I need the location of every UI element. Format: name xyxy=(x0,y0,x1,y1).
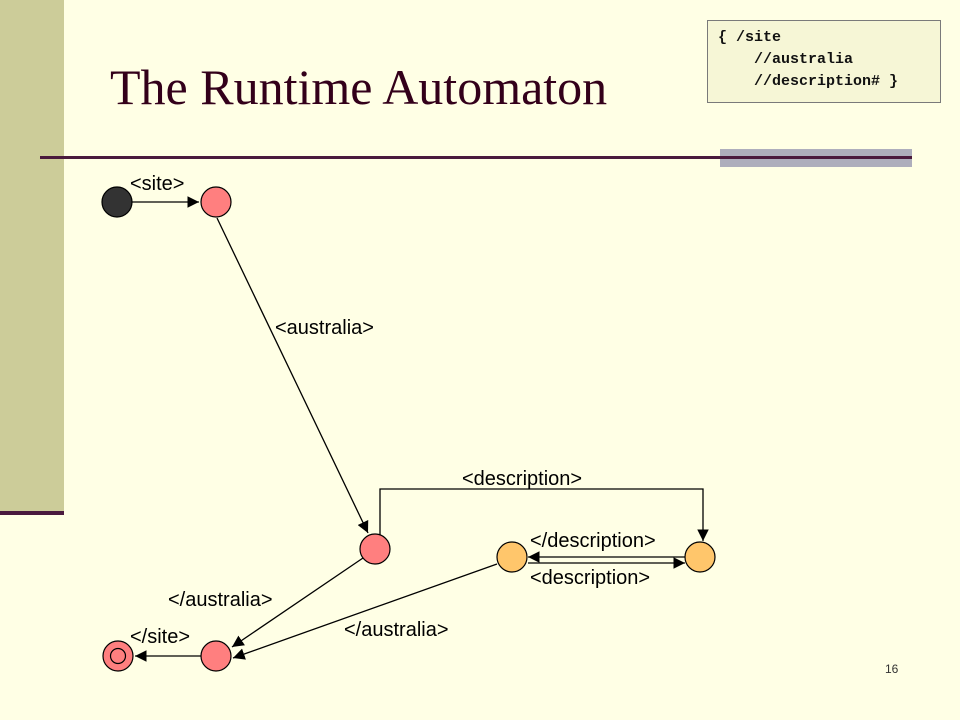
state-description-left xyxy=(496,541,528,573)
state-australia xyxy=(359,533,391,565)
state-site xyxy=(200,186,232,218)
query-line: //description# } xyxy=(718,73,899,90)
label-description-loop: <description> xyxy=(462,468,582,490)
state-description-right xyxy=(684,541,716,573)
page-number: 16 xyxy=(885,662,899,676)
label-australia-close-right: </australia> xyxy=(344,619,449,641)
final-state xyxy=(102,640,134,672)
label-site-close: </site> xyxy=(130,626,190,648)
label-australia-open: <australia> xyxy=(275,317,374,339)
edge-description-loop xyxy=(379,488,709,541)
query-line: { /site xyxy=(718,29,782,46)
label-site-open: <site> xyxy=(130,173,184,195)
left-accent-band xyxy=(0,0,64,511)
final-state-inner xyxy=(109,647,127,665)
edge-australia-open xyxy=(216,217,369,534)
title-rule xyxy=(40,156,912,159)
query-box: { /site //australia //description# } xyxy=(707,20,941,103)
query-line: //australia xyxy=(718,51,854,68)
edge-australia-close-right xyxy=(232,563,498,660)
label-description-close: </description> xyxy=(530,530,656,552)
label-australia-close-left: </australia> xyxy=(168,589,273,611)
slide-title: The Runtime Automaton xyxy=(110,59,608,115)
edge-australia-close-left xyxy=(231,557,364,648)
left-band-rule xyxy=(0,511,64,515)
label-description-open: <description> xyxy=(530,567,650,589)
start-state xyxy=(101,186,133,218)
state-site-close xyxy=(200,640,232,672)
